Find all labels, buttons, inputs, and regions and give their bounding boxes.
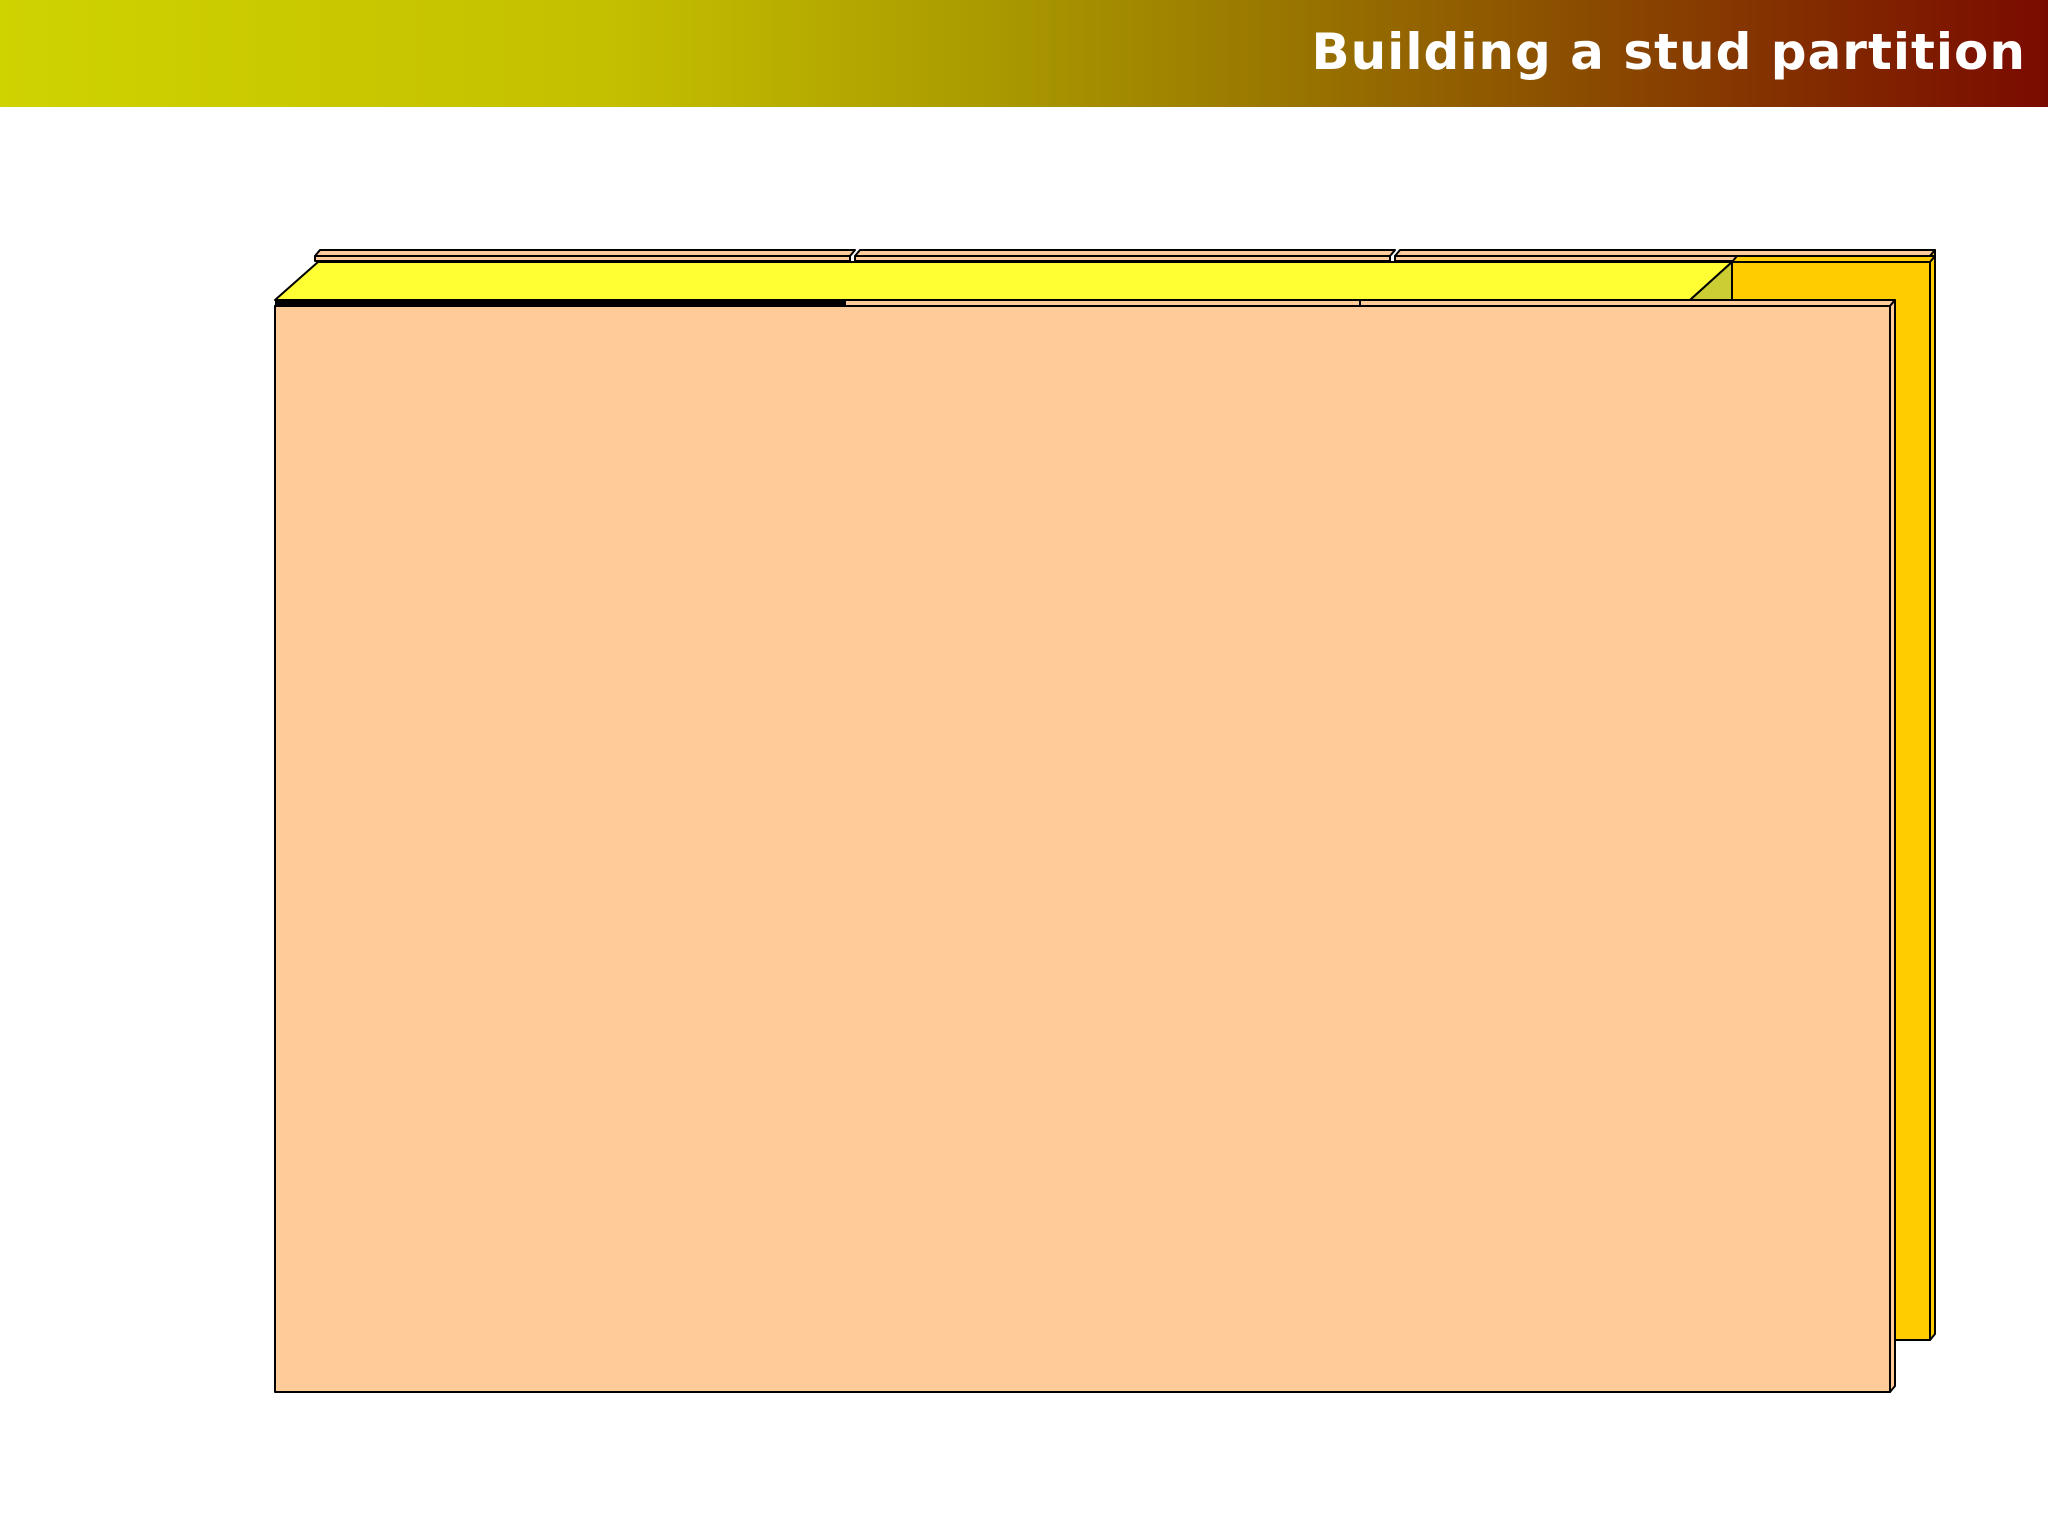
- stud-side: [1929, 249, 1936, 1341]
- timber-head-plate: [274, 261, 1733, 301]
- slide-title: Building a stud partition: [1311, 23, 2026, 81]
- back-plasterboard-sheets: [314, 249, 1936, 262]
- title-bar: Building a stud partition: [0, 0, 2048, 107]
- front-sheet-face: [274, 305, 1891, 1393]
- stud-top: [1731, 255, 1936, 263]
- back-sheet-middle: [854, 249, 1396, 262]
- front-plasterboard-sheets: [274, 299, 1896, 1393]
- back-sheet-left: [314, 249, 856, 262]
- head-plate-top: [274, 261, 1733, 301]
